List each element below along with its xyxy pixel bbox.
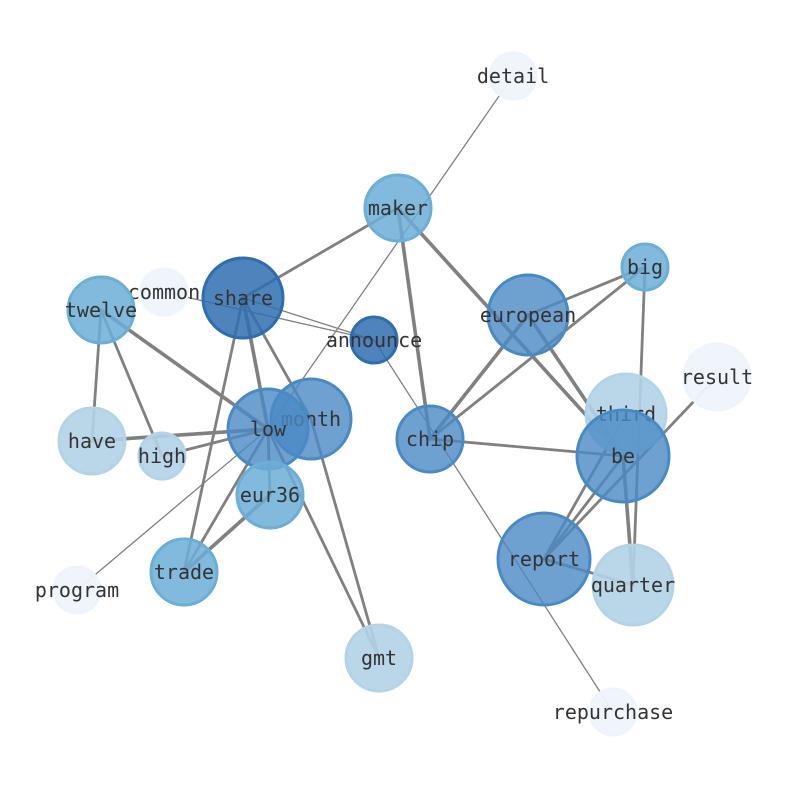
- node-have[interactable]: have: [57, 406, 127, 476]
- node-circle-detail: [488, 51, 538, 101]
- node-circle-twelve: [66, 275, 136, 345]
- node-chip[interactable]: chip: [395, 404, 465, 474]
- node-label-quarter: quarter: [591, 573, 675, 597]
- node-label-common: common: [128, 280, 200, 304]
- edge-share-trade: [182, 296, 245, 574]
- node-label-eur36: eur36: [240, 483, 300, 507]
- node-circle-be: [575, 408, 671, 504]
- node-report[interactable]: report: [496, 511, 592, 607]
- node-detail[interactable]: detail: [477, 51, 549, 101]
- node-circle-have: [57, 406, 127, 476]
- node-label-maker: maker: [368, 196, 428, 220]
- node-trade[interactable]: trade: [149, 537, 219, 607]
- node-circle-report: [496, 511, 592, 607]
- node-label-twelve: twelve: [65, 298, 137, 322]
- node-label-result: result: [681, 365, 753, 389]
- node-label-be: be: [611, 444, 635, 468]
- edge-detail-low: [267, 75, 514, 430]
- node-label-announce: announce: [326, 328, 422, 352]
- node-circle-big: [620, 242, 670, 292]
- node-repurchase[interactable]: repurchase: [553, 687, 673, 737]
- node-label-european: european: [480, 303, 576, 327]
- edge-announce-repurchase: [373, 339, 614, 713]
- node-share[interactable]: share: [201, 256, 285, 340]
- node-low[interactable]: low: [226, 387, 310, 471]
- node-circle-chip: [395, 404, 465, 474]
- node-label-program: program: [35, 578, 119, 602]
- node-quarter[interactable]: quarter: [591, 543, 675, 627]
- node-high[interactable]: high: [137, 431, 187, 481]
- node-circle-announce: [349, 315, 399, 365]
- node-circle-eur36: [235, 460, 305, 530]
- node-circle-common: [139, 267, 189, 317]
- node-eur36[interactable]: eur36: [235, 460, 305, 530]
- node-label-chip: chip: [406, 427, 454, 451]
- edge-low-program: [76, 428, 269, 591]
- node-result[interactable]: result: [681, 342, 753, 412]
- node-maker[interactable]: maker: [363, 173, 433, 243]
- node-circle-share: [201, 256, 285, 340]
- node-layer: detail maker big common share twelve european a…: [35, 51, 753, 737]
- node-announce[interactable]: announce: [326, 315, 422, 365]
- node-circle-gmt: [344, 623, 414, 693]
- node-label-detail: detail: [477, 64, 549, 88]
- node-label-low: low: [250, 417, 287, 441]
- node-label-share: share: [213, 286, 273, 310]
- node-circle-trade: [149, 537, 219, 607]
- node-circle-result: [682, 342, 752, 412]
- node-label-gmt: gmt: [361, 646, 397, 670]
- node-european[interactable]: european: [480, 273, 576, 357]
- edge-maker-chip: [396, 206, 432, 441]
- node-circle-repurchase: [588, 687, 638, 737]
- node-label-big: big: [627, 255, 663, 279]
- node-program[interactable]: program: [35, 565, 119, 615]
- node-label-repurchase: repurchase: [553, 700, 673, 724]
- node-circle-maker: [363, 173, 433, 243]
- node-circle-quarter: [591, 543, 675, 627]
- node-label-trade: trade: [154, 560, 214, 584]
- node-big[interactable]: big: [620, 242, 670, 292]
- node-circle-high: [137, 431, 187, 481]
- node-common[interactable]: common: [128, 267, 200, 317]
- node-be[interactable]: be: [575, 408, 671, 504]
- node-gmt[interactable]: gmt: [344, 623, 414, 693]
- node-circle-european: [486, 273, 570, 357]
- node-label-have: have: [68, 429, 116, 453]
- node-label-report: report: [508, 547, 580, 571]
- node-label-high: high: [138, 444, 186, 468]
- node-twelve[interactable]: twelve: [65, 275, 137, 345]
- node-circle-program: [52, 565, 102, 615]
